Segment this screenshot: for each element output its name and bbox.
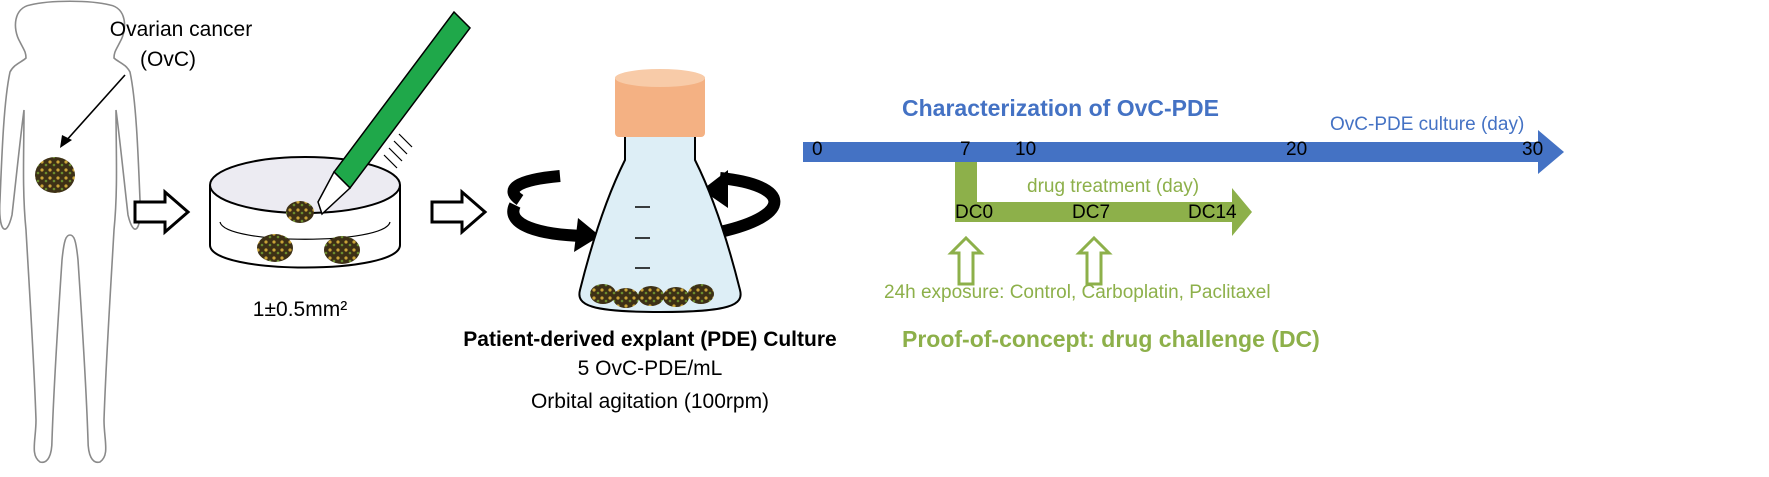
timeline-tick-label: 0 [812, 139, 823, 160]
exposure-arrow-icon [947, 235, 985, 286]
dish-size-label: 1±0.5mm² [252, 298, 348, 321]
rotation-arrow-front [507, 202, 586, 242]
pointer-arrow-head [60, 135, 72, 148]
culture-timeline-arrow [803, 130, 1564, 174]
exposure-label: 24h exposure: Control, Carboplatin, Pacl… [884, 282, 1271, 303]
flask-agitation: Orbital agitation (100rpm) [530, 390, 770, 413]
culture-axis-label: OvC-PDE culture (day) [1330, 114, 1525, 135]
patient-label-line2: (OvC) [140, 48, 196, 71]
block-arrow-icon [133, 188, 191, 236]
characterization-title: Characterization of OvC-PDE [902, 95, 1219, 121]
timeline-tick-label: 7 [960, 139, 971, 160]
drug-start-connector [955, 162, 977, 202]
pointer-arrow-line [64, 74, 126, 143]
culture-flask-icon [578, 69, 742, 314]
timeline-tick-label: 30 [1522, 139, 1544, 160]
timeline-tick-label: 10 [1015, 139, 1037, 160]
flask-title: Patient-derived explant (PDE) Culture [463, 328, 837, 351]
woman-silhouette-icon [0, 0, 142, 464]
scalpel-icon [317, 10, 471, 216]
flask-density: 5 OvC-PDE/mL [577, 357, 723, 380]
drug-axis-label: drug treatment (day) [1027, 176, 1200, 197]
rotation-arrow-icon [507, 170, 781, 252]
patient-label-line1: Ovarian cancer [109, 18, 253, 41]
petri-dish-icon [209, 156, 401, 269]
block-arrow-icon [430, 188, 488, 236]
drug-tick-label: DC7 [1072, 202, 1111, 223]
drug-timeline-arrow [955, 188, 1252, 236]
drug-tick-label: DC0 [955, 202, 994, 223]
timeline-tick-label: 20 [1286, 139, 1308, 160]
exposure-arrow-icon [1075, 235, 1113, 286]
tumor-in-abdomen [35, 157, 75, 193]
drug-challenge-title: Proof-of-concept: drug challenge (DC) [902, 326, 1320, 352]
drug-tick-label: DC14 [1188, 202, 1237, 223]
